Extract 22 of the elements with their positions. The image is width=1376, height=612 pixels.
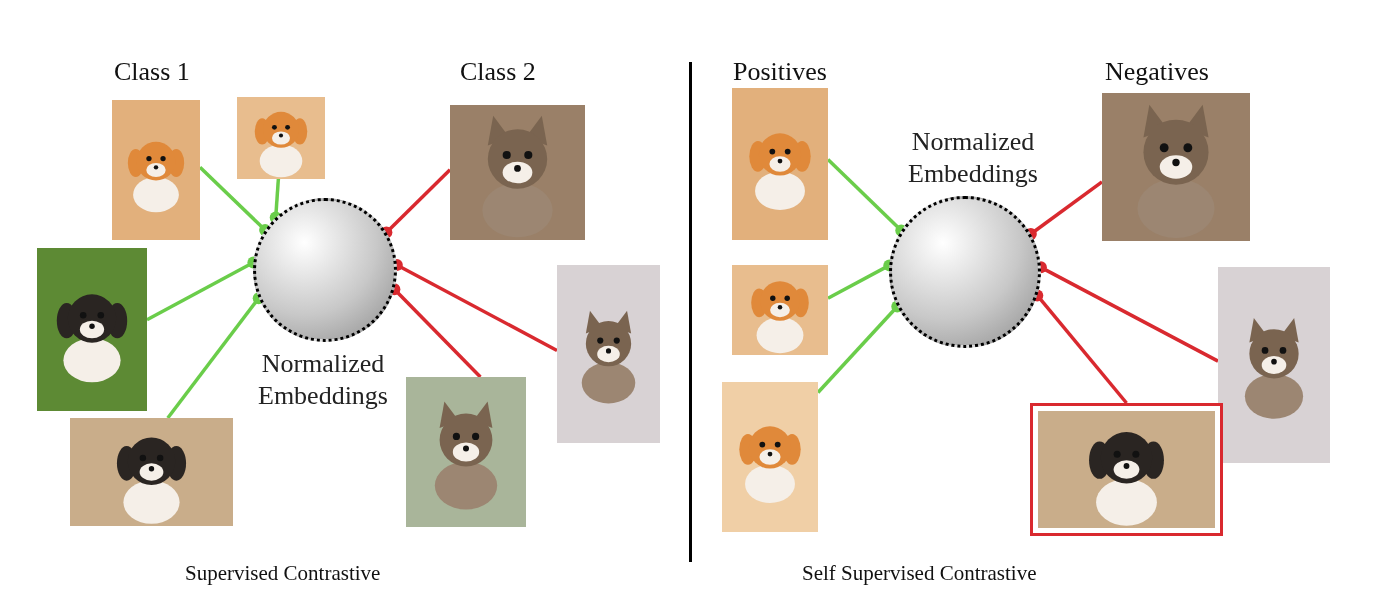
puppy-picture xyxy=(70,418,233,526)
kitten-picture xyxy=(406,377,526,527)
panel-caption: Supervised Contrastive xyxy=(185,560,381,587)
embedding-label: Normalized Embeddings xyxy=(907,126,1039,190)
embedding-label: Normalized Embeddings xyxy=(257,348,389,412)
kitten-picture xyxy=(450,105,585,240)
puppy-picture xyxy=(732,265,828,355)
puppy-picture xyxy=(722,382,818,532)
connector-line xyxy=(269,178,282,224)
puppy-picture xyxy=(1030,403,1223,536)
puppy-picture xyxy=(237,97,325,179)
group-heading: Class 1 xyxy=(114,56,190,88)
group-heading: Positives xyxy=(733,56,827,88)
puppy-picture xyxy=(37,248,147,411)
puppy-picture xyxy=(732,88,828,240)
group-heading: Negatives xyxy=(1105,56,1209,88)
puppy-picture xyxy=(112,100,200,240)
group-heading: Class 2 xyxy=(460,56,536,88)
kitten-picture xyxy=(557,265,660,443)
panel-caption: Self Supervised Contrastive xyxy=(802,560,1037,587)
kitten-picture xyxy=(1102,93,1250,241)
kitten-picture xyxy=(1218,267,1330,463)
